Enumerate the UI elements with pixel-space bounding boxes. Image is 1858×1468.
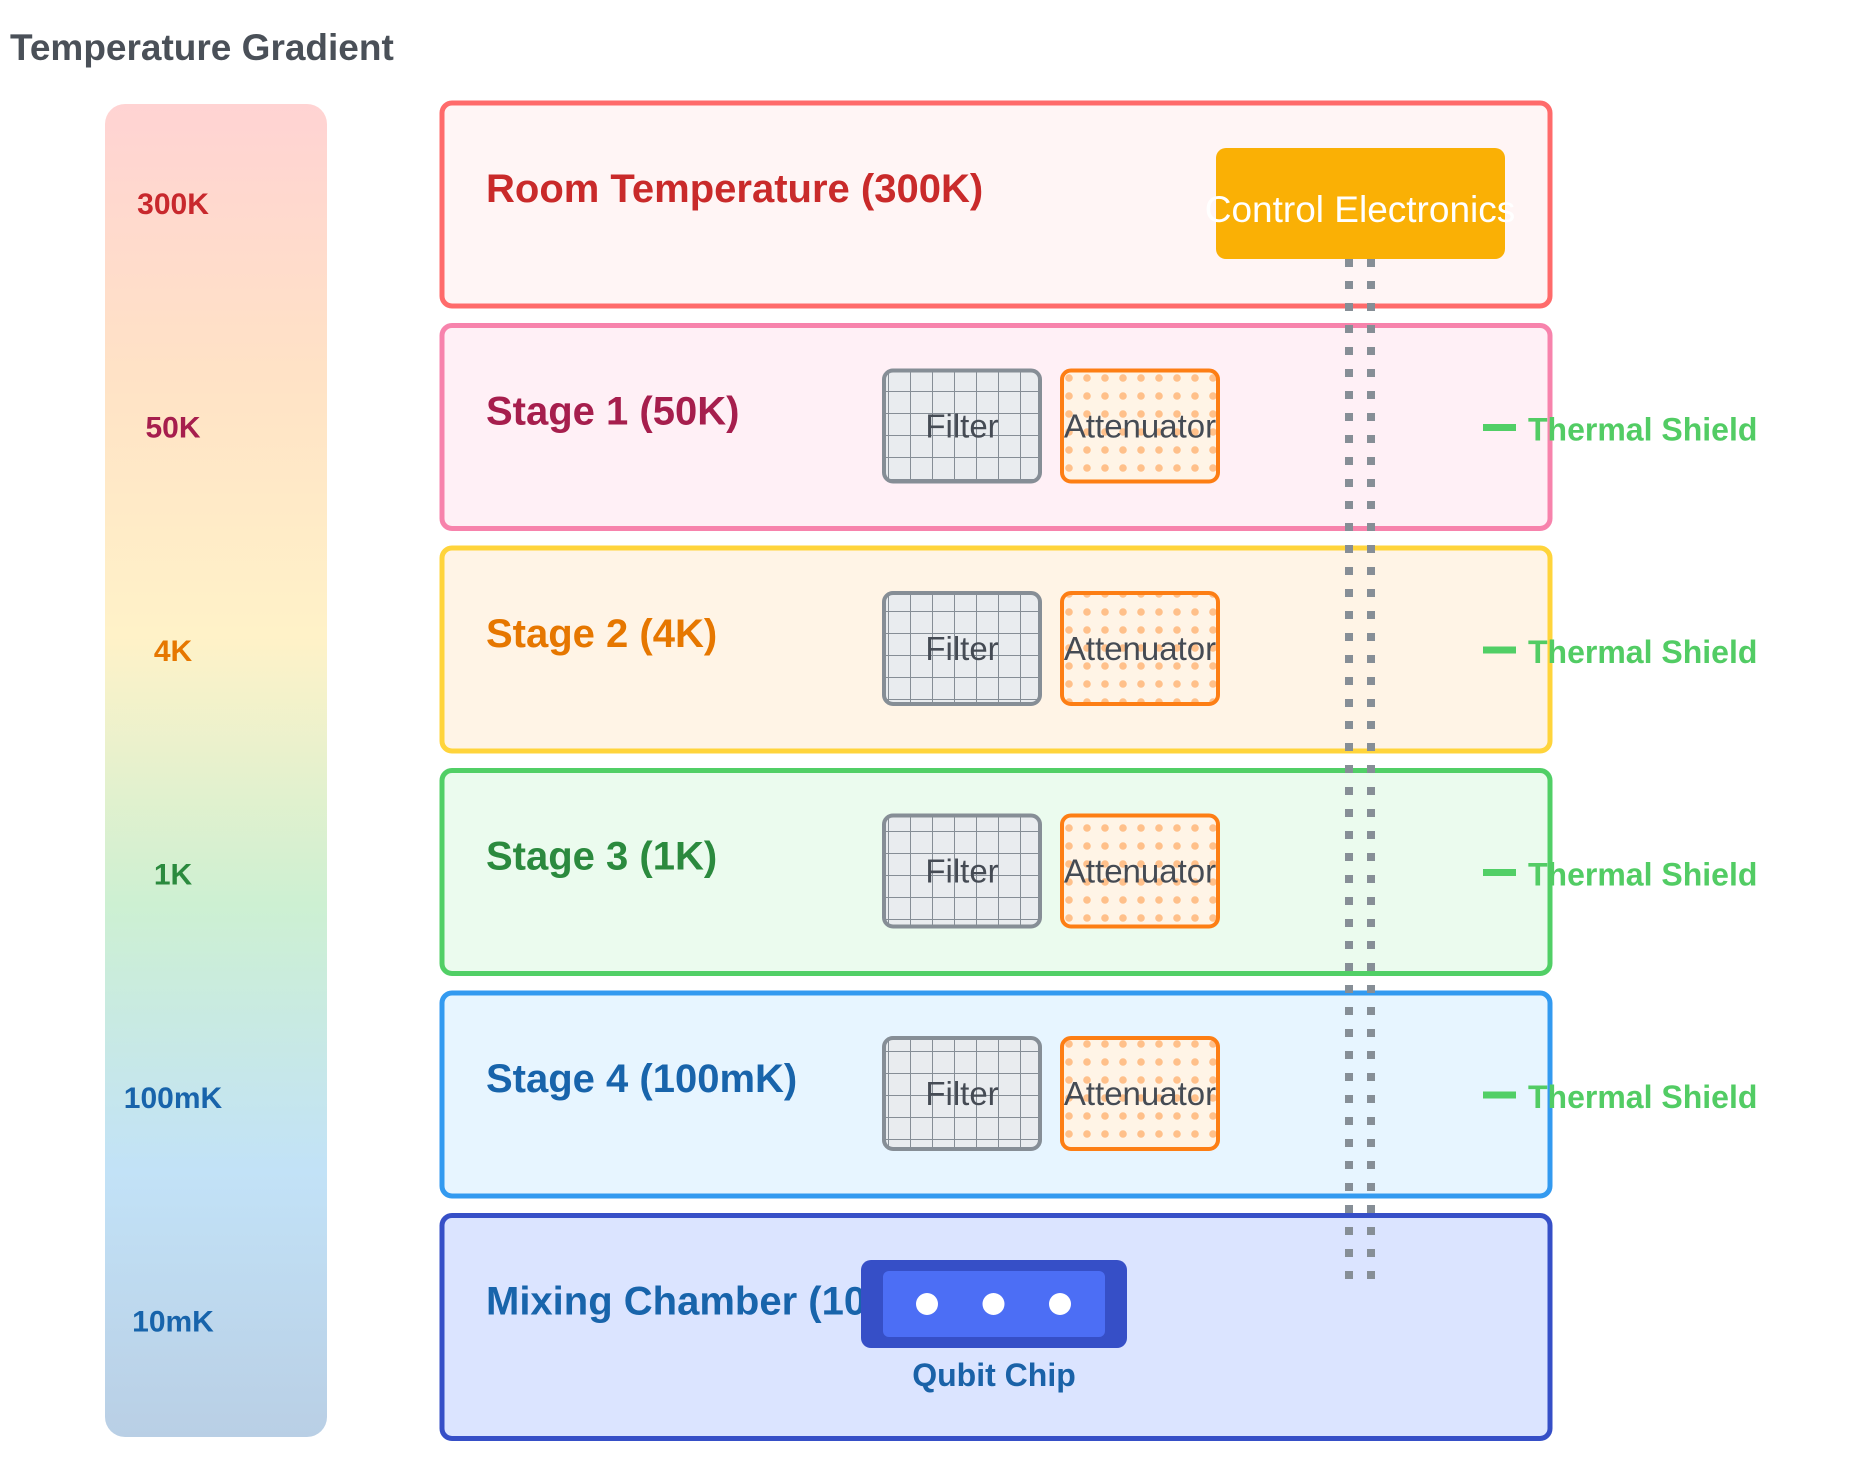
attenuator[interactable]: Attenuator [1060, 813, 1220, 929]
control-electronics[interactable]: Control Electronics [1205, 148, 1516, 259]
filter-box[interactable] [882, 368, 1042, 484]
qubit-chip[interactable]: Qubit Chip [861, 1260, 1127, 1393]
stage-4[interactable]: Stage 4 (100mK) Filter Attenuator Thermal S… [439, 990, 1757, 1199]
filter-label: Filter [925, 853, 998, 890]
stage-label: Stage 4 (100mK) [486, 1057, 797, 1101]
attenuator-box[interactable] [1060, 1036, 1220, 1151]
thermal-shield-label: Thermal Shield [1528, 1079, 1757, 1115]
stage-label: Stage 2 (4K) [486, 612, 717, 656]
attenuator[interactable]: Attenuator [1060, 368, 1220, 484]
attenuator-label: Attenuator [1064, 1075, 1216, 1112]
qubit-chip-label: Qubit Chip [912, 1357, 1076, 1393]
filter-box[interactable] [882, 591, 1042, 706]
attenuator-label: Attenuator [1064, 408, 1216, 445]
stage-3[interactable]: Stage 3 (1K) Filter Attenuator Thermal Shie… [439, 768, 1757, 976]
stage-label: Stage 3 (1K) [486, 835, 717, 879]
filter-box[interactable] [882, 813, 1042, 929]
filter[interactable]: Filter [882, 368, 1042, 484]
gradient-labels: 300K 50K 4K 1K 100mK 10mK [124, 188, 223, 1339]
thermal-shield: Thermal Shield [1483, 412, 1757, 448]
stages: Room Temperature (300K) Stage 1 (50K) Filt… [439, 100, 1757, 1441]
thermal-shield-label: Thermal Shield [1528, 634, 1757, 670]
gradient-label: 300K [137, 188, 209, 221]
attenuator-box[interactable] [1060, 813, 1220, 929]
stage-1[interactable]: Stage 1 (50K) Filter Attenuator Thermal Shi… [439, 323, 1757, 531]
attenuator[interactable]: Attenuator [1060, 591, 1220, 706]
gradient-title: Temperature Gradient [10, 27, 394, 68]
thermal-shield: Thermal Shield [1483, 634, 1757, 670]
gradient-label: 100mK [124, 1082, 223, 1115]
filter-box[interactable] [882, 1036, 1042, 1151]
filter-label: Filter [925, 408, 998, 445]
temperature-gradient-bar [105, 104, 327, 1437]
filter[interactable]: Filter [882, 591, 1042, 706]
gradient-label: 50K [145, 412, 200, 445]
qubit [1049, 1293, 1071, 1315]
gradient-label: 1K [154, 859, 193, 892]
qubits [916, 1293, 1071, 1315]
stage-label: Room Temperature (300K) [486, 167, 983, 211]
qubit [982, 1293, 1005, 1315]
qubit [916, 1293, 938, 1315]
attenuator-box[interactable] [1060, 368, 1220, 484]
filter-label: Filter [925, 1075, 998, 1112]
thermal-shield-label: Thermal Shield [1528, 412, 1757, 448]
filter[interactable]: Filter [882, 1036, 1042, 1151]
attenuator-box[interactable] [1060, 591, 1220, 706]
stage-label: Stage 1 (50K) [486, 390, 739, 434]
filter-label: Filter [925, 630, 998, 667]
control-electronics-box[interactable] [1216, 148, 1505, 259]
attenuator-label: Attenuator [1064, 630, 1216, 667]
thermal-shield-label: Thermal Shield [1528, 857, 1757, 893]
gradient-label: 4K [154, 635, 193, 668]
thermal-shield: Thermal Shield [1483, 1079, 1757, 1115]
stage-2[interactable]: Stage 2 (4K) Filter Attenuator Thermal Shie… [439, 545, 1757, 754]
attenuator-label: Attenuator [1064, 853, 1216, 890]
thermal-shield: Thermal Shield [1483, 857, 1757, 893]
cables [1345, 259, 1375, 1292]
attenuator[interactable]: Attenuator [1060, 1036, 1220, 1151]
control-electronics-label: Control Electronics [1205, 189, 1516, 230]
filter[interactable]: Filter [882, 813, 1042, 929]
gradient-label: 10mK [132, 1306, 214, 1339]
